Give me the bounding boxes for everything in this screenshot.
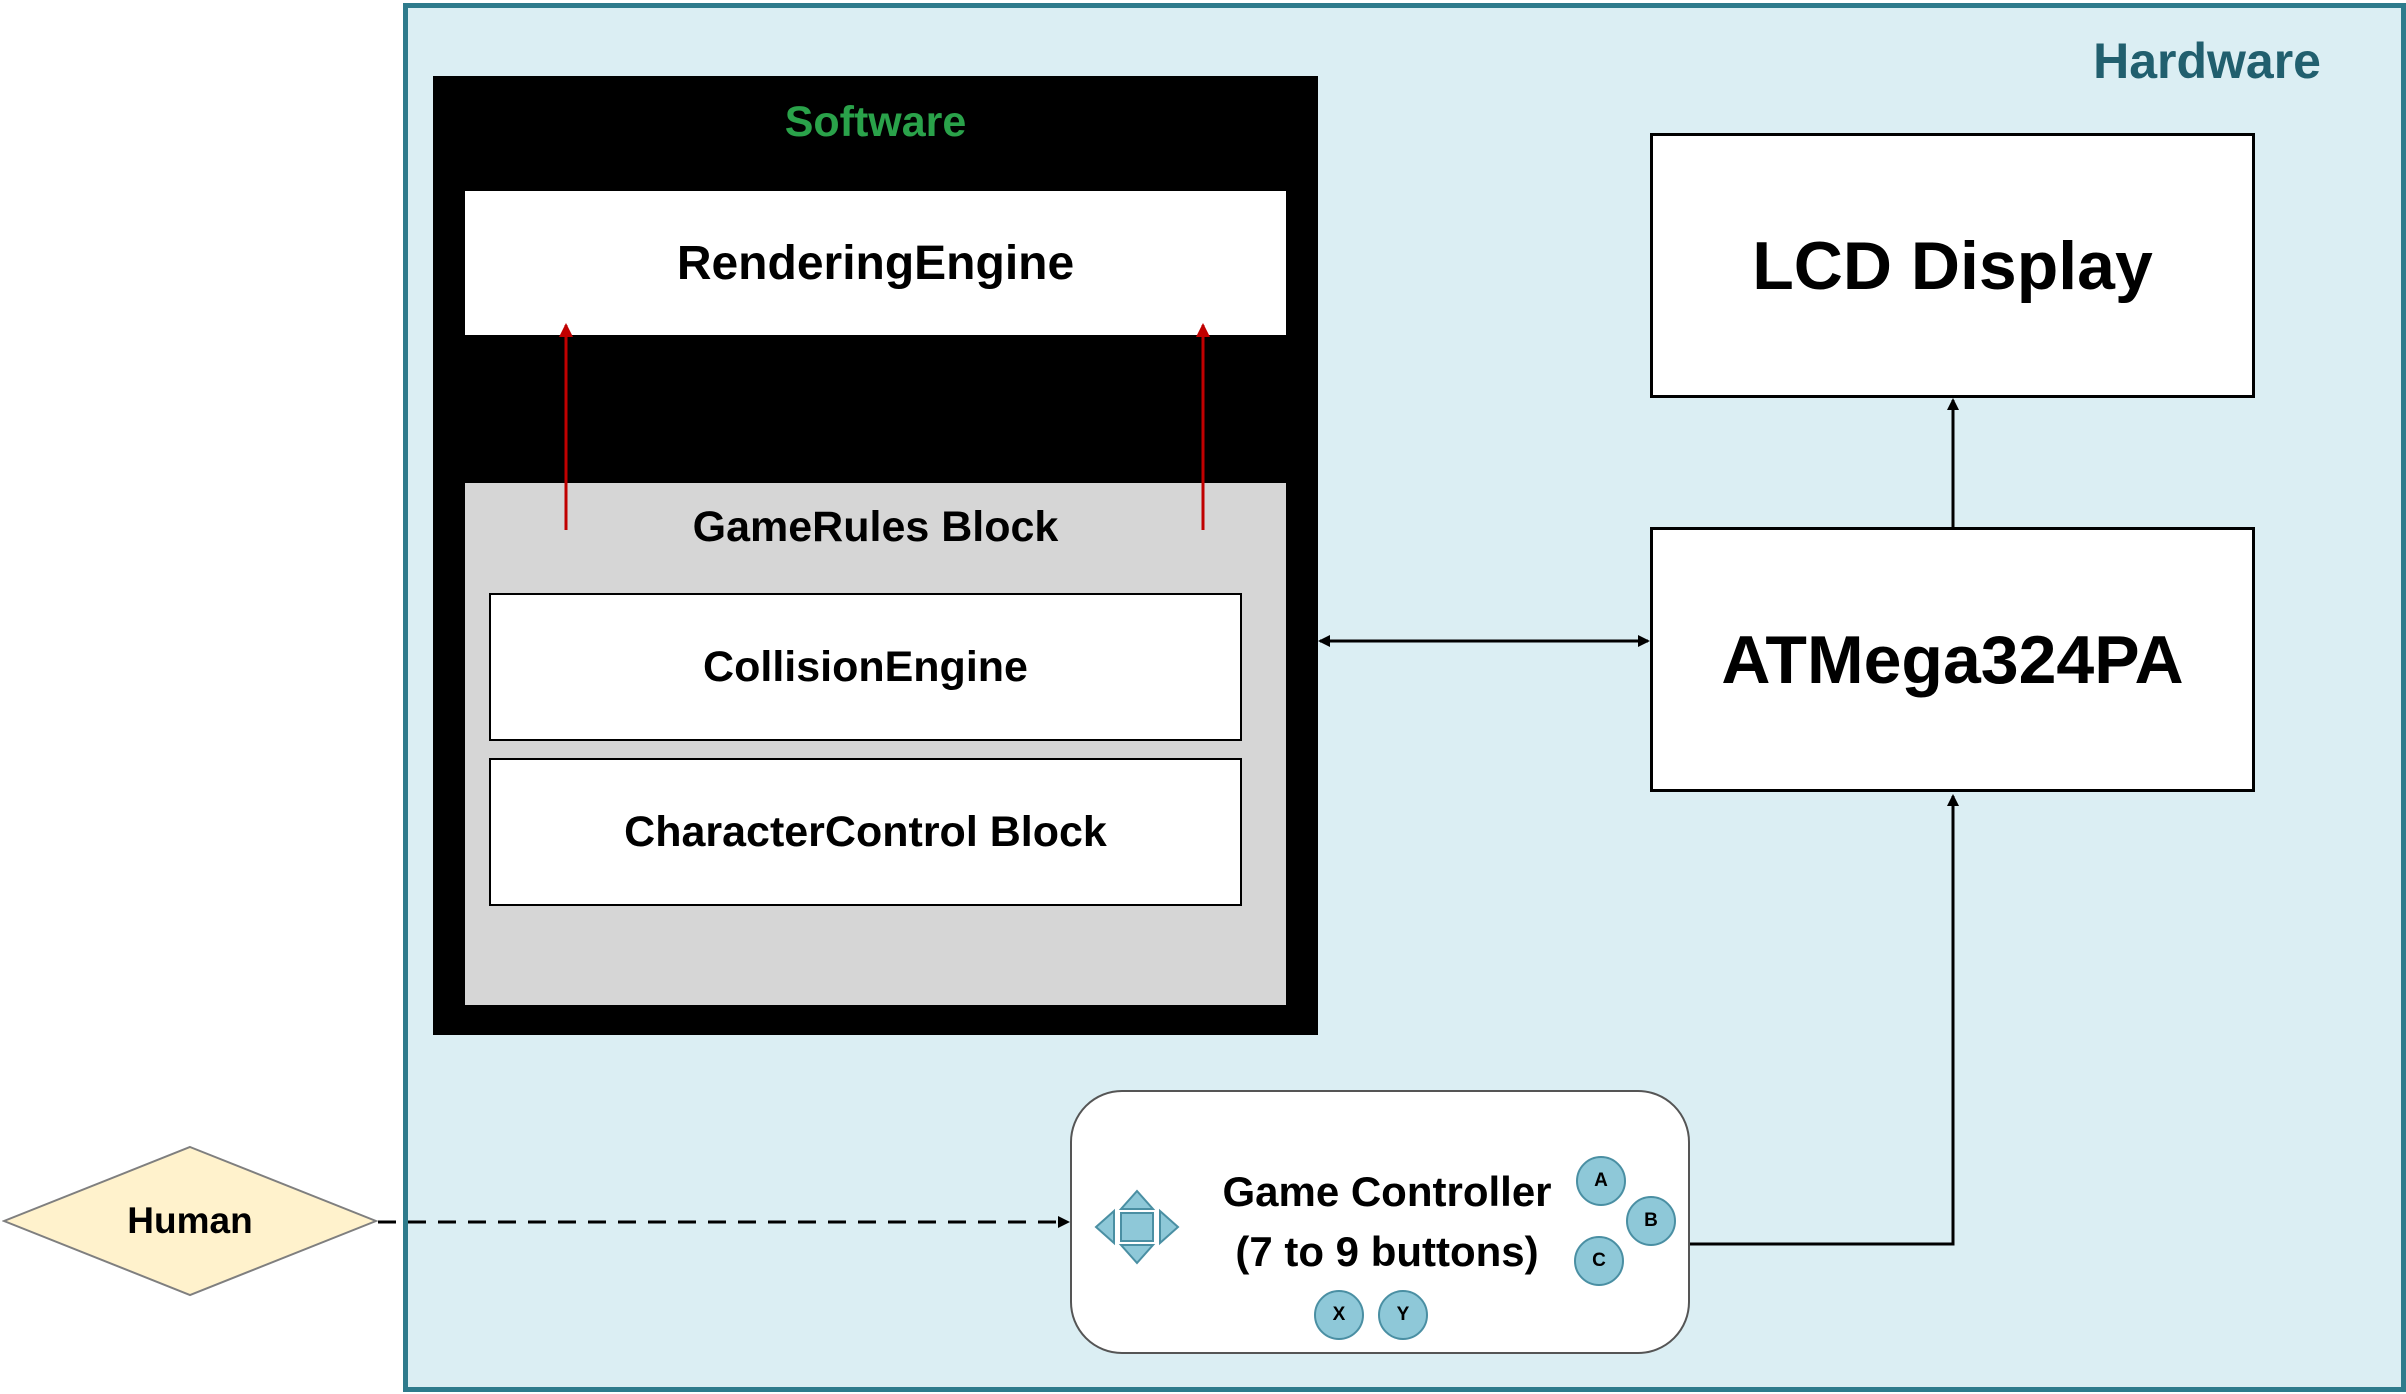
human-node: Human (2, 1145, 378, 1297)
collision-engine-label: CollisionEngine (703, 642, 1028, 691)
dpad-icon (1094, 1189, 1180, 1265)
mcu-box: ATMega324PA (1650, 527, 2255, 792)
character-control-box: CharacterControl Block (489, 758, 1242, 906)
game-rules-block: GameRules Block CollisionEngine Characte… (465, 483, 1286, 1005)
software-title: Software (784, 98, 967, 146)
button-c-icon: C (1574, 1236, 1624, 1286)
rendering-engine-label: RenderingEngine (676, 236, 1075, 290)
rendering-engine-box: RenderingEngine (465, 191, 1286, 335)
button-b-icon: B (1626, 1196, 1676, 1246)
character-control-label: CharacterControl Block (624, 807, 1107, 856)
button-x-icon: X (1314, 1290, 1364, 1340)
human-diamond-shape (2, 1145, 378, 1297)
human-label: Human (127, 1200, 253, 1241)
lcd-display-label: LCD Display (1752, 227, 2153, 304)
game-rules-title: GameRules Block (692, 503, 1059, 551)
lcd-display-box: LCD Display (1650, 133, 2255, 398)
game-controller-box: Game Controller (7 to 9 buttons) A B C X… (1070, 1090, 1690, 1354)
button-y-icon: Y (1378, 1290, 1428, 1340)
game-controller-subtitle: (7 to 9 buttons) (1235, 1228, 1539, 1275)
software-container: Software RenderingEngine GameRules Block… (433, 76, 1318, 1035)
game-controller-label: Game Controller (7 to 9 buttons) (1192, 1162, 1582, 1282)
game-controller-title: Game Controller (1222, 1168, 1552, 1215)
collision-engine-box: CollisionEngine (489, 593, 1242, 741)
hardware-title: Hardware (2093, 33, 2321, 89)
mcu-label: ATMega324PA (1721, 621, 2184, 698)
button-a-icon: A (1576, 1156, 1626, 1206)
